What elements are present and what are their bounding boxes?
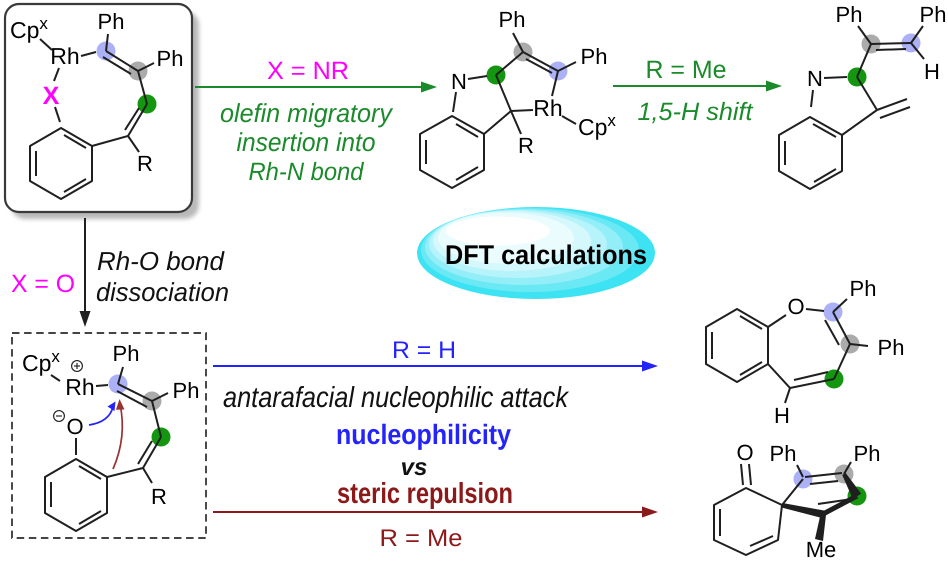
- svg-text:Ph: Ph: [878, 335, 905, 360]
- svg-text:Ph: Ph: [157, 46, 184, 71]
- svg-text:R = Me: R = Me: [646, 56, 727, 84]
- svg-text:R: R: [137, 151, 153, 176]
- svg-text:R: R: [518, 133, 534, 158]
- svg-text:antarafacial nucleophilic atta: antarafacial nucleophilic attack: [223, 382, 569, 414]
- svg-text:Rh-N bond: Rh-N bond: [249, 158, 365, 186]
- svg-text:vs: vs: [401, 454, 428, 481]
- svg-text:dissociation: dissociation: [96, 277, 229, 307]
- svg-text:Ph: Ph: [850, 276, 877, 301]
- svg-text:nucleophilicity: nucleophilicity: [336, 419, 511, 450]
- svg-text:Ph: Ph: [499, 7, 526, 32]
- svg-text:N: N: [807, 66, 823, 91]
- svg-text:Rh-O bond: Rh-O bond: [97, 246, 226, 276]
- svg-text:R = Me: R = Me: [380, 525, 463, 552]
- svg-text:Ph: Ph: [854, 441, 881, 466]
- svg-text:steric repulsion: steric repulsion: [337, 478, 513, 510]
- svg-text:Me: Me: [806, 537, 837, 562]
- svg-text:insertion into: insertion into: [237, 127, 376, 157]
- svg-text:O: O: [736, 440, 753, 465]
- svg-text:Ph: Ph: [113, 341, 140, 366]
- svg-text:X: X: [43, 82, 60, 110]
- svg-text:Rh: Rh: [65, 374, 94, 400]
- svg-text:H: H: [924, 59, 940, 84]
- svg-text:Ph: Ph: [920, 2, 947, 27]
- svg-text:O: O: [787, 294, 804, 319]
- svg-text:Ph: Ph: [836, 2, 863, 27]
- svg-text:1,5-H shift: 1,5-H shift: [638, 98, 754, 126]
- svg-text:X = O: X = O: [11, 270, 75, 298]
- svg-text:Ph: Ph: [173, 378, 200, 403]
- svg-text:R: R: [151, 484, 167, 509]
- svg-text:O: O: [66, 414, 83, 439]
- svg-text:olefin migratory: olefin migratory: [220, 98, 394, 128]
- svg-text:Ph: Ph: [98, 9, 125, 34]
- svg-text:R = H: R = H: [392, 337, 456, 364]
- svg-text:N: N: [451, 69, 467, 94]
- svg-text:Rh: Rh: [50, 43, 79, 69]
- svg-text:X = NR: X = NR: [267, 57, 349, 85]
- svg-text:Rh: Rh: [533, 95, 562, 121]
- svg-text:DFT calculations: DFT calculations: [445, 240, 647, 270]
- svg-text:H: H: [774, 403, 790, 428]
- svg-text:Ph: Ph: [581, 44, 608, 69]
- svg-text:Ph: Ph: [770, 441, 797, 466]
